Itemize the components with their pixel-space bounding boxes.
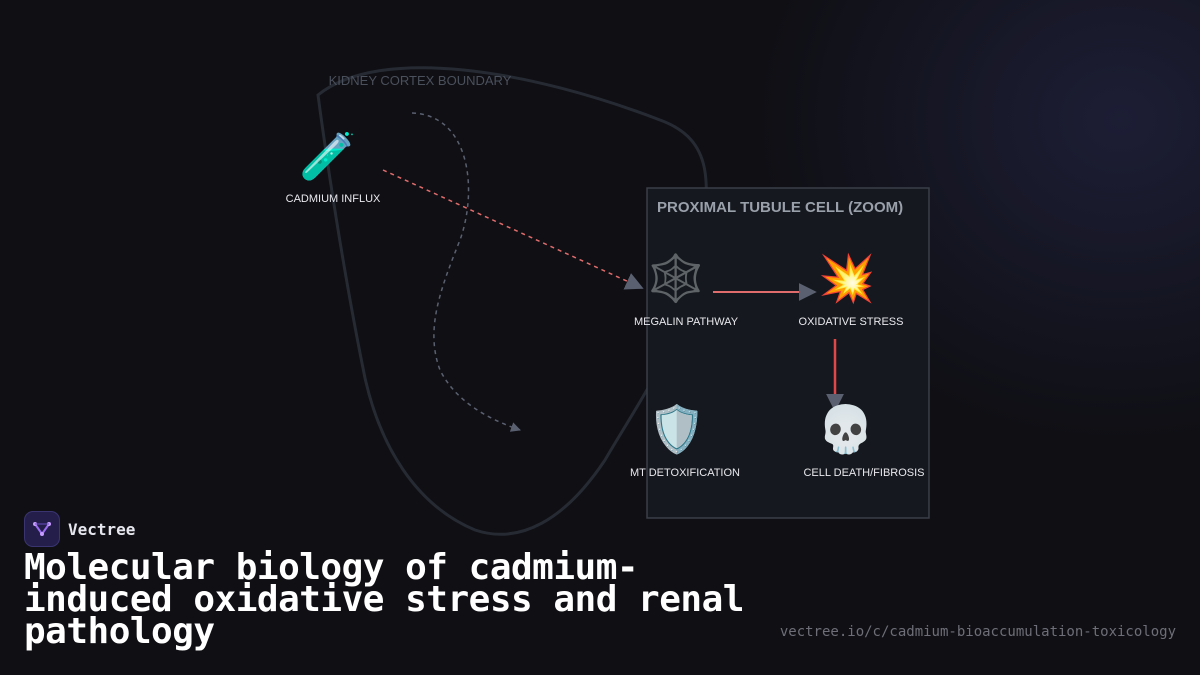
node-oxidative-stress: 💥 OXIDATIVE STRESS <box>799 251 904 328</box>
explosion-icon: 💥 <box>818 251 875 306</box>
node-label: MEGALIN PATHWAY <box>634 316 739 328</box>
node-label: OXIDATIVE STRESS <box>799 316 904 328</box>
source-url[interactable]: vectree.io/c/cadmium-bioaccumulation-tox… <box>779 624 1176 640</box>
kidney-cortex-boundary <box>316 66 708 536</box>
test-tube-icon: 🧪 <box>299 129 356 183</box>
node-label: CELL DEATH/FIBROSIS <box>803 467 924 479</box>
skull-icon: 💀 <box>817 402 874 456</box>
cadmium-transport-path <box>411 112 521 432</box>
brand-name: Vectree <box>68 519 136 539</box>
zoom-box-title: PROXIMAL TUBULE CELL (ZOOM) <box>657 199 903 216</box>
proximal-tubule-zoom-box <box>646 187 930 519</box>
influx-arrow <box>382 169 644 290</box>
node-label: CADMIUM INFLUX <box>286 193 381 205</box>
boundary-label: KIDNEY CORTEX BOUNDARY <box>329 73 512 88</box>
brand[interactable]: Vectree <box>24 511 136 547</box>
node-cell-death-fibrosis: 💀 CELL DEATH/FIBROSIS <box>803 402 924 479</box>
spider-web-icon: 🕸️ <box>647 251 704 305</box>
vectree-logo-icon <box>24 511 60 547</box>
node-label: MT DETOXIFICATION <box>630 467 740 479</box>
node-mt-detoxification: 🛡️ MT DETOXIFICATION <box>630 402 740 479</box>
page-title: Molecular biology of cadmium-induced oxi… <box>24 547 744 652</box>
node-megalin-pathway: 🕸️ MEGALIN PATHWAY <box>634 251 739 328</box>
shield-icon: 🛡️ <box>648 402 705 456</box>
node-cadmium-influx: 🧪 CADMIUM INFLUX <box>286 129 381 205</box>
